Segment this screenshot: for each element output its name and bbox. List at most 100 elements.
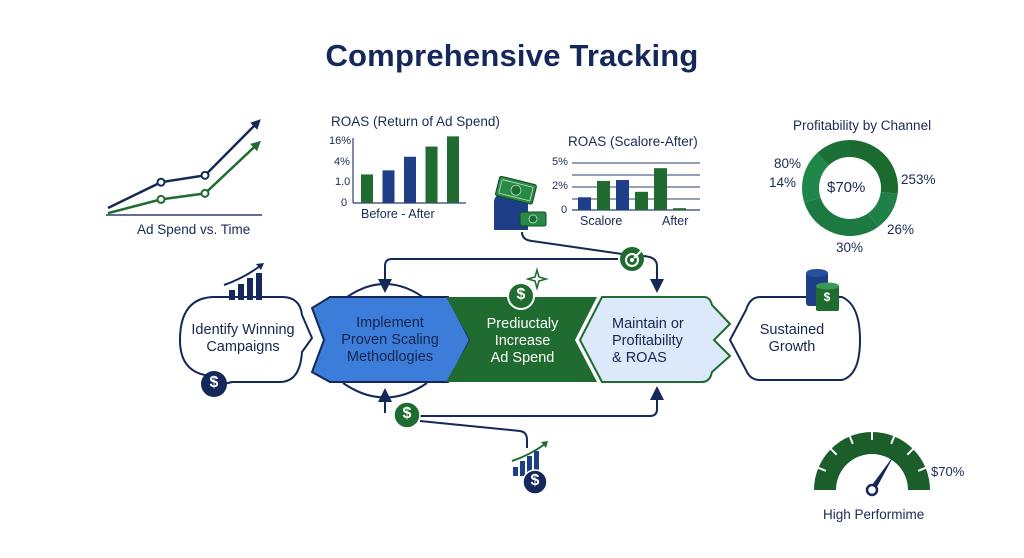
- donut-title: Profitability by Channel: [793, 118, 932, 133]
- dollar-icon: $: [516, 286, 526, 303]
- node-identify-line-1: Identify Winning: [191, 322, 295, 338]
- scalore-bar: [654, 168, 667, 210]
- database-dollar-icon: [806, 269, 839, 311]
- node-increase-shape[interactable]: [446, 297, 597, 382]
- money-stack-icon: [494, 175, 547, 230]
- dollar-badge-bottom: [393, 401, 421, 429]
- gauge-tick: [848, 435, 854, 445]
- gauge-caption: High Performime: [823, 507, 925, 522]
- roas-tick-4: 4%: [334, 156, 350, 168]
- node-increase-line-2: Increase: [494, 333, 551, 349]
- node-increase-line-1: Prediuctaly: [486, 316, 559, 332]
- scalore-bar: [635, 191, 648, 210]
- donut-label-80: 80%: [774, 156, 802, 171]
- donut-center-label: $70%: [827, 179, 866, 196]
- connector-target-to-maintain: [640, 255, 664, 293]
- roas-tick-0: 0: [341, 197, 348, 209]
- donut-label-26: 26%: [887, 222, 915, 237]
- line-arrowhead: [250, 140, 261, 152]
- connector-dollar-to-maintain: [420, 386, 664, 417]
- growth-chart-icon: [223, 263, 264, 300]
- scalore-bar: [616, 180, 629, 210]
- scalore-chart-title: ROAS (Scalore-After): [568, 134, 698, 149]
- dollar-icon: $: [209, 374, 219, 391]
- connector-dollar-to-growth-icon: [419, 420, 528, 448]
- node-implement-line-3: Methodlogies: [346, 349, 434, 365]
- scalore-bar: [578, 197, 591, 210]
- node-implement-line-2: Proven Scaling: [341, 332, 439, 348]
- performance-gauge: [814, 431, 930, 497]
- scalore-x-label-scalore: Scalore: [580, 214, 623, 228]
- gauge-needle: [869, 454, 895, 492]
- line-point: [200, 188, 210, 198]
- roas-bar: [382, 170, 395, 203]
- gauge-tick: [829, 447, 838, 456]
- node-maintain-line-1: Maintain or: [612, 316, 684, 332]
- scalore-bar: [673, 208, 686, 210]
- line-series-green: [107, 142, 259, 215]
- line-chart-ad-spend: [106, 119, 262, 216]
- gauge-pivot: [865, 483, 879, 497]
- scalore-tick-0: 0: [561, 204, 568, 216]
- roas-bar: [425, 146, 438, 203]
- gauge-value-label: $70%: [931, 464, 965, 479]
- scalore-tick-2: 2%: [552, 180, 568, 192]
- node-sustained-line-2: Growth: [768, 339, 816, 355]
- roas-tick-1: 1.0: [335, 176, 351, 188]
- line-point: [156, 194, 166, 204]
- gauge-tick: [906, 447, 915, 456]
- dollar-badge-identify: [201, 371, 227, 397]
- node-sustained-shape[interactable]: [728, 296, 862, 381]
- profitability-donut: [802, 140, 898, 236]
- node-sustained-line-1: Sustained: [759, 322, 825, 338]
- roas-x-label: Before - After: [361, 207, 435, 221]
- roas-scalore-chart: [572, 162, 700, 211]
- connector-target-to-implement: [378, 258, 618, 293]
- node-identify-line-2: Campaigns: [206, 339, 280, 355]
- node-maintain-line-3: & ROAS: [612, 350, 667, 366]
- sparkle-icon: [525, 267, 549, 291]
- node-identify-label[interactable]: Identify Winning Campaigns: [183, 322, 303, 356]
- arc-top-implement: [342, 283, 428, 301]
- gauge-tick: [817, 466, 827, 472]
- page-title: Comprehensive Tracking: [325, 38, 699, 73]
- node-increase-label[interactable]: Prediuctaly Increase Ad Spend: [470, 316, 575, 367]
- donut-slice: [817, 140, 850, 166]
- dollar-icon: $: [823, 290, 831, 304]
- roas-bar: [447, 136, 459, 203]
- gauge-arc: [814, 432, 930, 490]
- node-implement-label[interactable]: Implement Proven Scaling Methodlogies: [330, 315, 450, 366]
- donut-label-14: 14%: [769, 175, 797, 190]
- node-increase-line-3: Ad Spend: [490, 350, 555, 366]
- donut-slice: [850, 140, 898, 195]
- node-maintain-shape[interactable]: [578, 296, 732, 383]
- target-icon[interactable]: [620, 247, 644, 271]
- line-chart-caption: Ad Spend vs. Time: [137, 222, 251, 237]
- line-point: [200, 170, 210, 180]
- dollar-icon: $: [530, 472, 540, 489]
- growth-dollar-icon: [511, 441, 548, 495]
- connector-money-to-target: [521, 231, 623, 255]
- roas-bar: [404, 156, 416, 203]
- roas-bar: [361, 174, 373, 203]
- donut-label-30: 30%: [836, 240, 864, 255]
- node-sustained-label[interactable]: Sustained Growth: [752, 322, 832, 356]
- node-maintain-line-2: Profitability: [612, 333, 683, 349]
- node-maintain-label[interactable]: Maintain or Profitability & ROAS: [612, 316, 712, 367]
- donut-label-253: 253%: [901, 172, 936, 187]
- roas-chart-title: ROAS (Return of Ad Spend): [331, 114, 500, 129]
- donut-slice: [804, 197, 879, 236]
- donut-slice: [802, 153, 829, 203]
- line-arrowhead: [250, 119, 261, 130]
- roas-bar-chart: [352, 136, 466, 204]
- scalore-tick-5: 5%: [552, 156, 568, 168]
- roas-tick-16: 16%: [329, 135, 352, 147]
- node-implement-line-1: Implement: [356, 315, 424, 331]
- scalore-x-label-after: After: [662, 214, 689, 228]
- gauge-tick: [917, 466, 927, 472]
- line-point: [156, 177, 166, 187]
- dollar-badge-increase: [507, 267, 549, 310]
- scalore-bar: [597, 180, 610, 210]
- dollar-icon: $: [402, 405, 412, 422]
